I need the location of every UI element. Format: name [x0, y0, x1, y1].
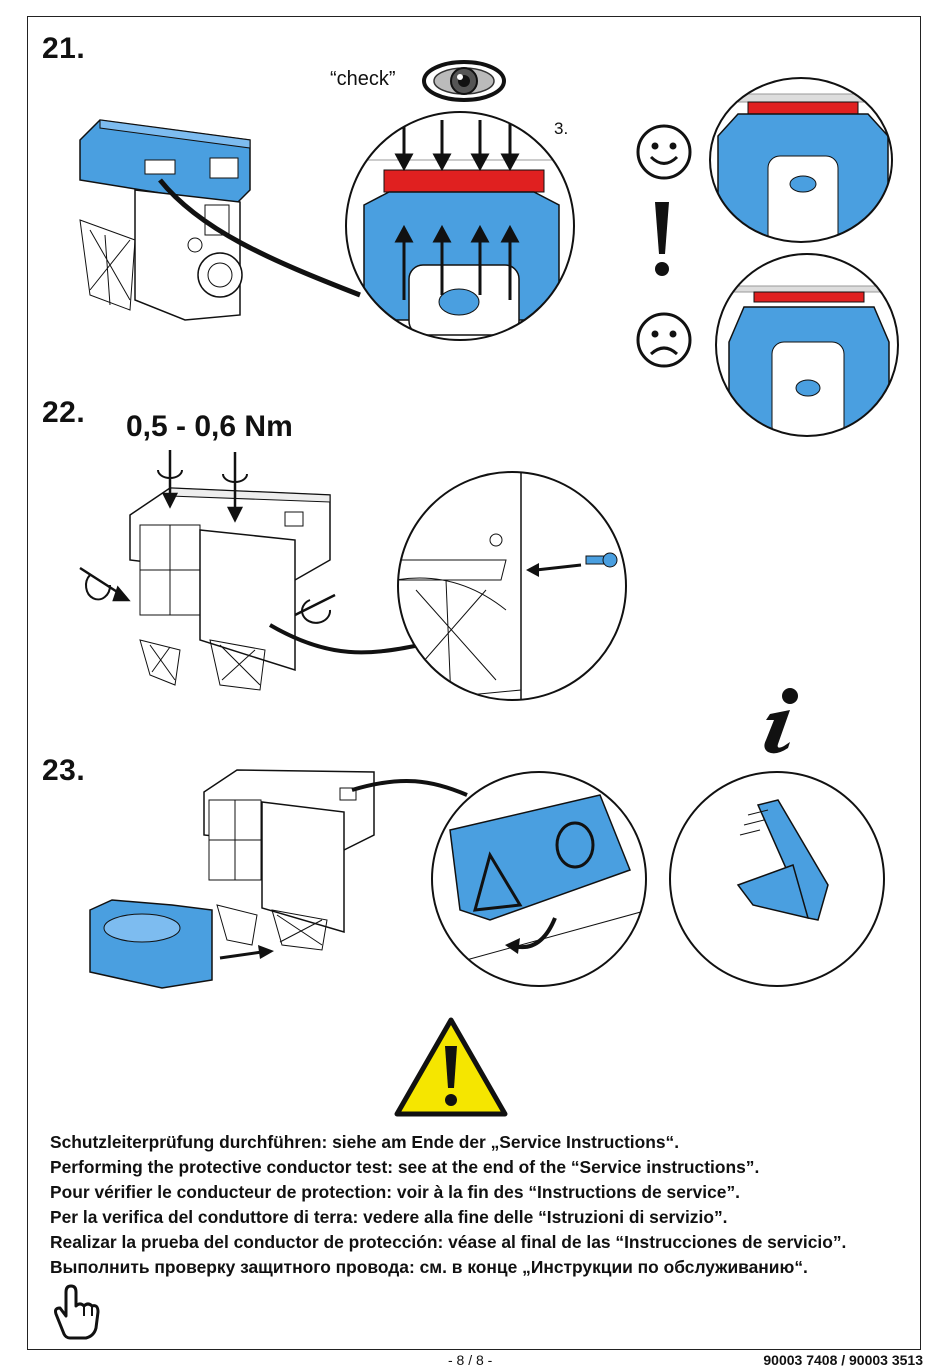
document-code: 90003 7408 / 90003 3513: [763, 1352, 923, 1368]
step-23-number: 23.: [42, 754, 86, 787]
appliance-drawing-23: [89, 769, 468, 989]
info-detail-circle: [669, 771, 885, 987]
eye-icon: [422, 60, 506, 102]
warning-triangle-icon: [394, 1017, 508, 1117]
magnifier-circle-21: [345, 111, 575, 341]
warning-line-en: Performing the protective conductor test…: [50, 1157, 760, 1177]
check-label: “check”: [330, 68, 396, 90]
page-number: - 8 / 8 -: [448, 1352, 493, 1368]
correct-fit-circle: [709, 77, 893, 243]
exclamation-icon: [655, 202, 669, 276]
pointing-hand-icon: [54, 1284, 100, 1340]
info-icon: [764, 688, 798, 754]
warning-text-block: Schutzleiterprüfung durchführen: siehe a…: [50, 1130, 920, 1280]
step-21-number: 21.: [42, 32, 86, 65]
happy-face-icon: [636, 124, 692, 180]
warning-line-it: Per la verifica del conduttore di terra:…: [50, 1207, 728, 1227]
magnifier-circle-23: [431, 771, 647, 987]
warning-line-fr: Pour vérifier le conducteur de protectio…: [50, 1182, 741, 1202]
step-22-number: 22.: [42, 396, 86, 429]
appliance-drawing-21: [79, 119, 361, 321]
warning-line-ru: Выполнить проверку защитного провода: см…: [50, 1257, 808, 1277]
appliance-drawing-22: [79, 450, 421, 691]
torque-value: 0,5 - 0,6 Nm: [126, 410, 293, 443]
magnifier-circle-22: [397, 471, 627, 701]
warning-line-es: Realizar la prueba del conductor de prot…: [50, 1232, 847, 1252]
incorrect-fit-circle: [715, 253, 899, 437]
sad-face-icon: [636, 312, 692, 368]
page-frame: [27, 16, 921, 1350]
sub-step-3: 3.: [554, 119, 569, 138]
warning-line-de: Schutzleiterprüfung durchführen: siehe a…: [50, 1132, 680, 1152]
